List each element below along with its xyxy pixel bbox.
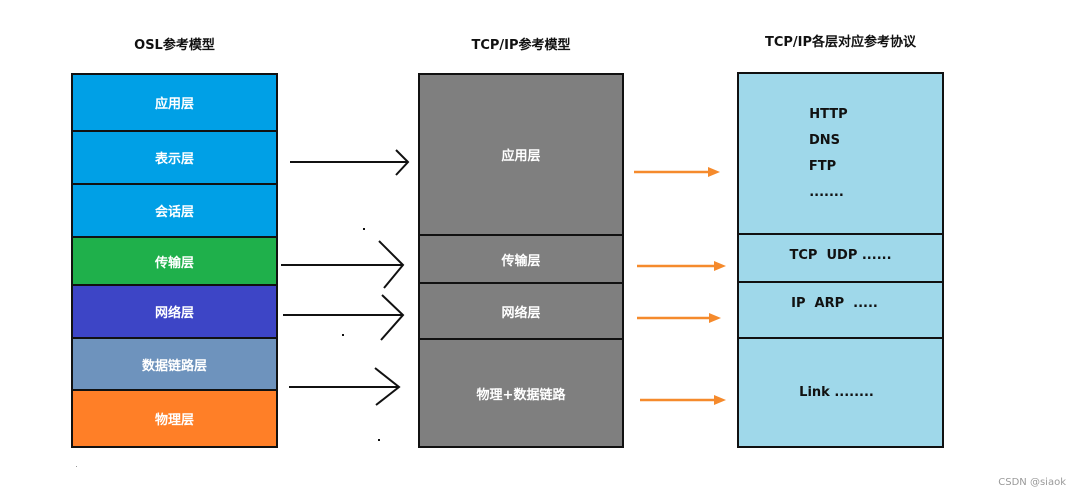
protocol-layer-network: IP ARP ..... xyxy=(739,281,942,337)
osl-layer-application: 应用层 xyxy=(73,75,276,130)
arrow-osl-transport-to-tcpip-transport xyxy=(281,240,405,289)
protocol-link: Link ........ xyxy=(799,384,874,400)
arrow-link-to-protocols xyxy=(640,395,726,405)
osl-layer-transport: 传输层 xyxy=(73,236,276,284)
protocol-ip-arp: IP ARP ..... xyxy=(791,296,878,311)
protocols-stack: HTTP DNS FTP ....... TCP UDP ...... IP A… xyxy=(737,72,944,448)
protocol-tcp-udp: TCP UDP ...... xyxy=(789,248,892,263)
stray-dot xyxy=(363,228,365,230)
protocol-dns: DNS xyxy=(808,132,841,148)
arrow-application-to-protocols xyxy=(634,167,720,177)
stray-dot xyxy=(342,334,344,336)
layer-label: 应用层 xyxy=(154,97,194,112)
protocols-title: TCP/IP各层对应参考协议 xyxy=(764,35,917,50)
protocol-layer-link: Link ........ xyxy=(739,337,942,446)
osl-layer-physical: 物理层 xyxy=(73,389,276,446)
layer-label: 物理+数据链路 xyxy=(476,387,566,403)
arrow-network-to-protocols xyxy=(637,313,721,323)
layer-label: 传输层 xyxy=(154,255,194,271)
watermark: CSDN @siaok xyxy=(998,477,1066,488)
protocol-ftp: FTP xyxy=(808,158,837,174)
stray-dot xyxy=(76,466,77,467)
layer-label: 传输层 xyxy=(501,253,541,269)
stray-dot xyxy=(378,439,380,441)
layer-label: 应用层 xyxy=(501,149,541,164)
mapping-arrows xyxy=(281,149,410,406)
osl-layer-datalink: 数据链路层 xyxy=(73,337,276,389)
osl-model-title: OSL参考模型 xyxy=(134,38,215,53)
arrow-osl-network-to-tcpip-network xyxy=(283,294,405,341)
layer-label: 数据链路层 xyxy=(141,358,207,374)
layer-label: 物理层 xyxy=(154,413,194,428)
protocol-layer-transport: TCP UDP ...... xyxy=(739,233,942,281)
layer-label: 表示层 xyxy=(154,152,194,167)
layer-label: 网络层 xyxy=(501,305,541,321)
layer-label: 网络层 xyxy=(154,306,194,321)
tcpip-layer-network: 网络层 xyxy=(420,282,622,338)
osl-layer-session: 会话层 xyxy=(73,183,276,236)
arrow-osl-lower-to-tcpip-physical xyxy=(289,367,401,406)
tcpip-layer-application: 应用层 xyxy=(420,75,622,234)
arrow-transport-to-protocols xyxy=(637,261,726,271)
protocol-layer-application: HTTP DNS FTP ....... xyxy=(739,74,942,233)
tcpip-layer-physical-datalink: 物理+数据链路 xyxy=(420,338,622,446)
protocol-more: ....... xyxy=(809,184,844,200)
tcpip-model-stack: 应用层 传输层 网络层 物理+数据链路 xyxy=(418,73,624,448)
arrow-osl-upper-to-tcpip-application xyxy=(290,149,410,176)
protocol-arrows xyxy=(634,167,726,405)
tcpip-layer-transport: 传输层 xyxy=(420,234,622,282)
osl-model-stack: 应用层 表示层 会话层 传输层 网络层 数据链路层 物理层 xyxy=(71,73,278,448)
osl-layer-network: 网络层 xyxy=(73,284,276,337)
protocol-http: HTTP xyxy=(809,106,848,122)
osl-layer-presentation: 表示层 xyxy=(73,130,276,183)
layer-label: 会话层 xyxy=(154,205,194,220)
tcpip-model-title: TCP/IP参考模型 xyxy=(471,38,571,53)
